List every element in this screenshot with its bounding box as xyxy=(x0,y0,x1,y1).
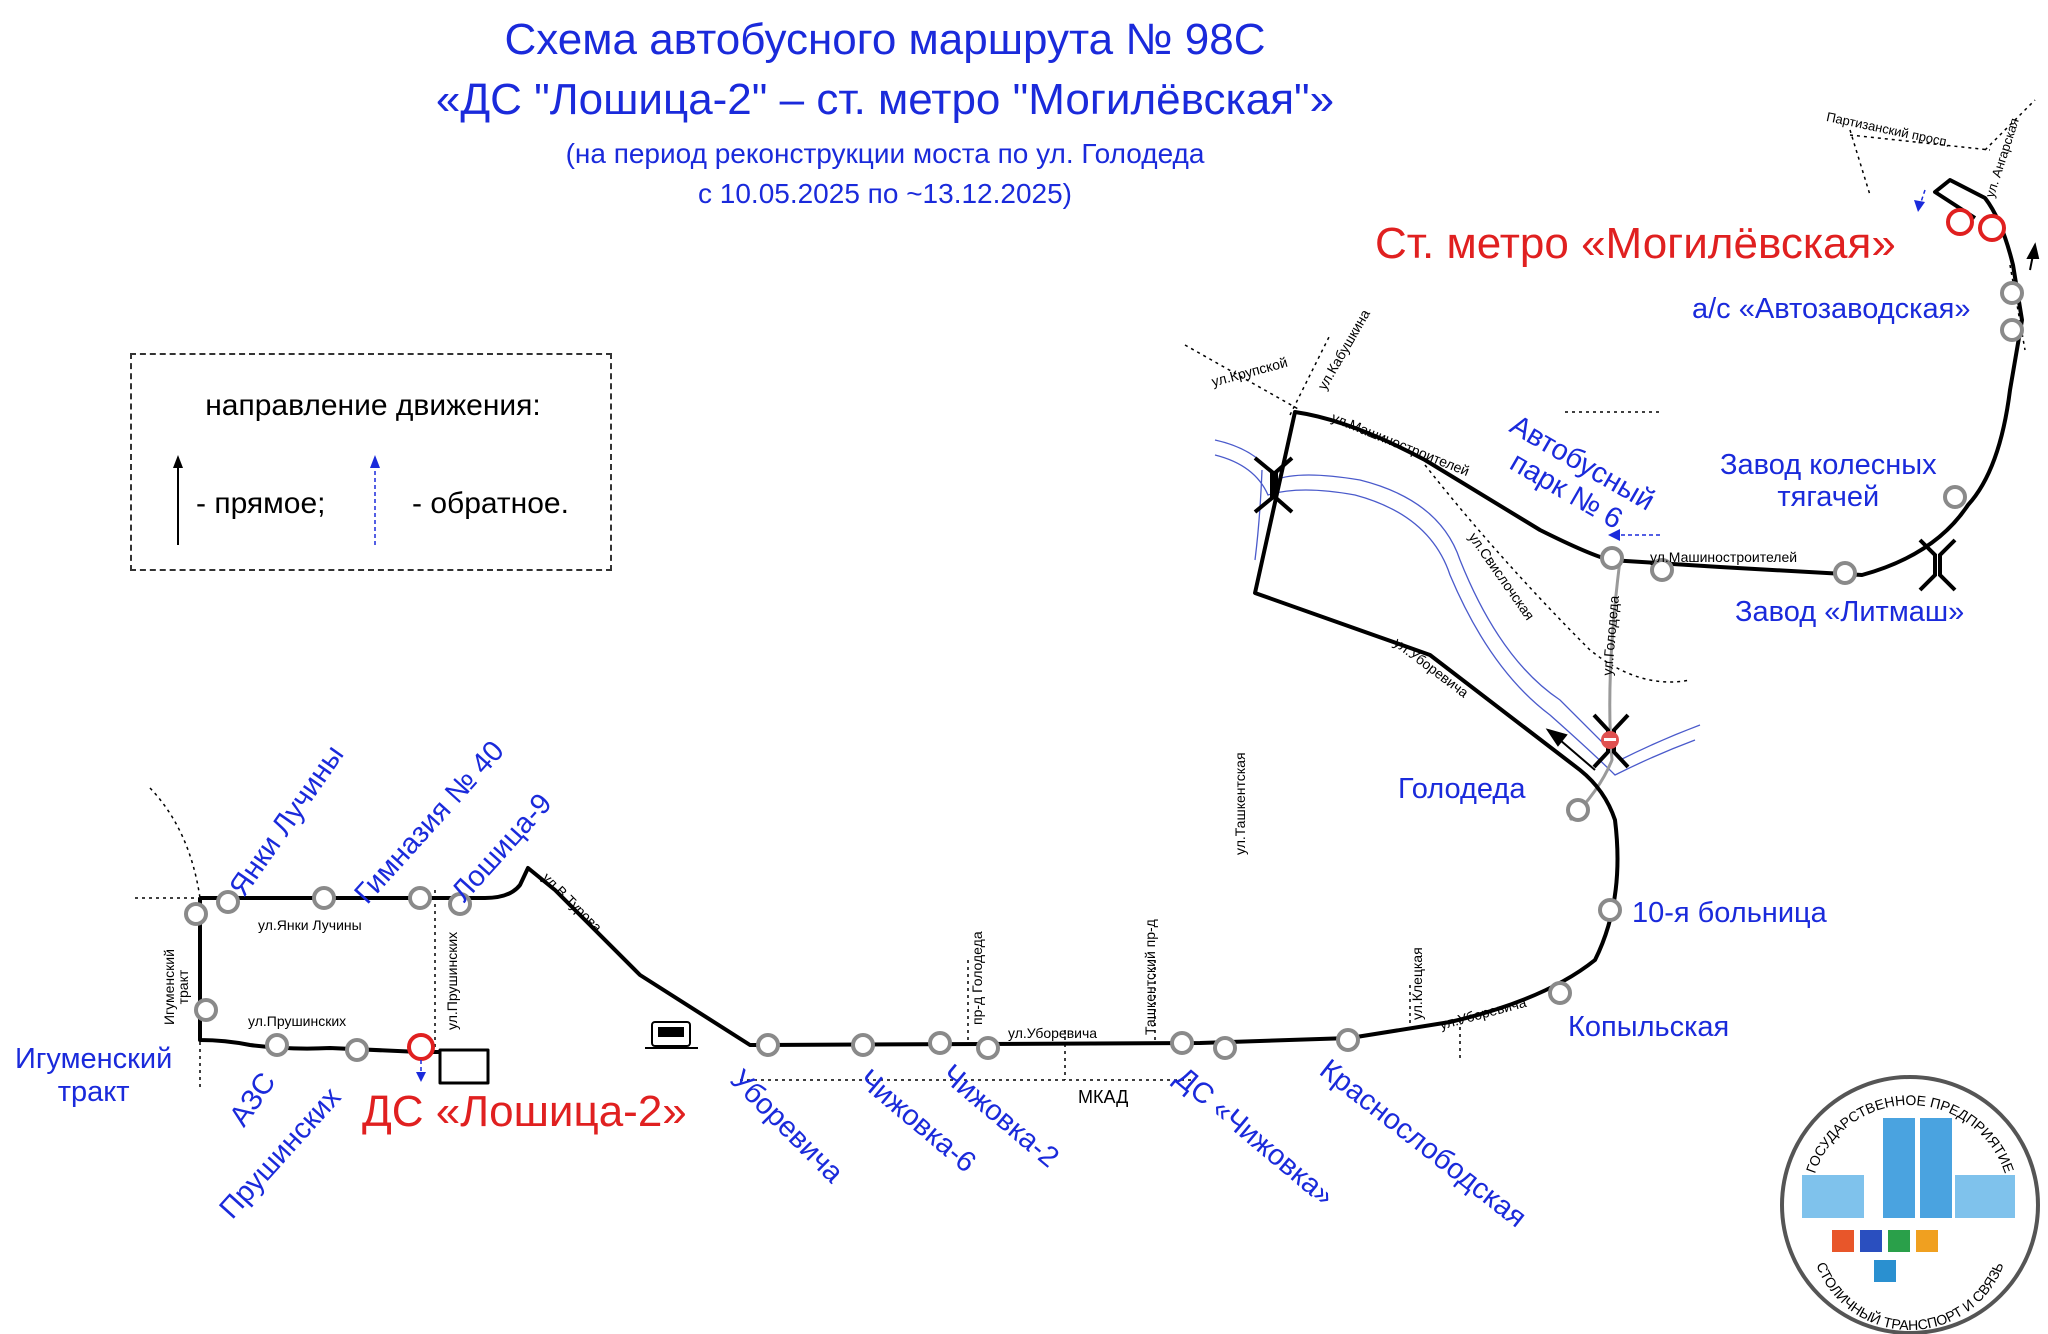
street-kletska: ул.Клецкая xyxy=(1409,947,1425,1020)
street-mashinostroiteley-2: ул.Машиностроителей xyxy=(1650,549,1798,565)
street-tashkentskaya: ул.Ташкентская xyxy=(1232,752,1248,855)
route-endpoints-title: «ДС "Лошица-2" – ст. метро "Могилёвская"… xyxy=(435,75,1335,124)
map-title: Схема автобусного маршрута № 98С xyxy=(504,15,1266,64)
route-line xyxy=(198,178,2024,1085)
backward-arrow-icon xyxy=(370,455,380,545)
stop-kopylskaya: Копыльская xyxy=(1568,1011,1730,1043)
street-prushinskikh-vertical: ул.Прушинских xyxy=(444,931,460,1030)
company-logo-icon: ГОСУДАРСТВЕННОЕ ПРЕДПРИЯТИЕ СТОЛИЧНЫЙ ТР… xyxy=(1780,1075,2040,1334)
stop-igumensky-trakt: Игуменский тракт xyxy=(15,1043,173,1109)
stop-markers xyxy=(184,281,2024,1062)
street-mkad: МКАД xyxy=(1078,1087,1129,1107)
legend-title: направление движения: xyxy=(205,389,541,422)
forward-arrow-icon xyxy=(173,455,183,545)
legend-backward-label: - обратное. xyxy=(412,487,569,520)
stop-zavod-litmash: Завод «Литмаш» xyxy=(1735,596,1965,628)
street-prushinskikh: ул.Прушинских xyxy=(248,1013,347,1029)
street-tashkent-pr: Ташкентский пр-д xyxy=(1142,919,1158,1035)
stop-10-bolnitsa: 10-я больница xyxy=(1632,897,1827,929)
street-yanki-luchiny: ул.Янки Лучины xyxy=(258,917,362,933)
street-igumensky-trakt: Игуменский тракт xyxy=(161,949,191,1025)
terminal-metro-mogilevskaya: Ст. метро «Могилёвская» xyxy=(1375,219,1896,268)
street-uborevicha-south: ул.Уборевича xyxy=(1008,1025,1098,1041)
stop-zavod-tyagachey: Завод колесных тягачей xyxy=(1720,449,1937,513)
terminal-markers xyxy=(407,208,2006,1061)
stop-avtozavodskaya: а/с «Автозаводская» xyxy=(1692,293,1971,325)
no-entry-icon xyxy=(1601,731,1619,749)
legend-box: направление движения: - прямое; - обратн… xyxy=(130,353,612,571)
stop-golodeda: Голодеда xyxy=(1398,773,1526,805)
period-dates: с 10.05.2025 по ~13.12.2025) xyxy=(697,178,1073,209)
street-pr-golodeda: пр-д Голодеда xyxy=(969,931,985,1025)
legend-forward-label: - прямое; xyxy=(196,487,326,520)
terminal-loshitsa-2: ДС «Лошица-2» xyxy=(362,1087,687,1136)
bus-depot-icon xyxy=(645,1021,698,1049)
period-note: (на период реконструкции моста по ул. Го… xyxy=(565,138,1205,169)
